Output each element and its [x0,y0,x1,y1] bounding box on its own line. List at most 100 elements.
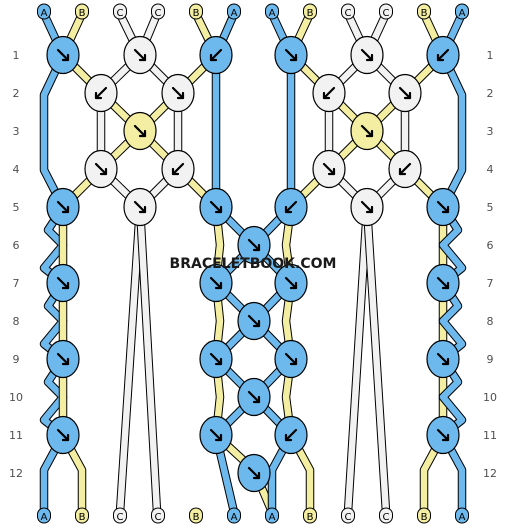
strand-tag-shape [417,507,431,524]
knot-arrow-se [274,263,308,303]
knot-arrow-icon [209,200,223,214]
row-number-left: 7 [13,277,20,290]
knot-arrow-se [123,35,157,75]
row-number-left: 4 [13,163,20,176]
row-number-left: 9 [13,353,20,366]
thread-6 [212,12,258,513]
strand-letter: C [383,8,390,19]
knot-arrow-sw [312,73,346,113]
knot-arrow-icon [247,314,261,328]
knot-arrow-icon [247,466,261,480]
strand-tag-shape [37,507,51,524]
strand-letter: B [193,8,200,19]
strand-tag-shape [303,3,317,20]
knot-arrow-icon [247,390,261,404]
knot-arrowhead-icon [441,433,450,442]
knot-arrow-se [123,187,157,227]
top-strand-label: A [37,3,51,20]
bottom-strand-label: A [37,507,51,524]
knot-arrow-se [426,187,460,227]
top-strand-label: C [379,3,393,20]
row-number-right: 1 [487,49,494,62]
strand-letter: A [269,512,276,523]
knot-arrow-icon [284,352,298,366]
knot-arrow-sw [161,149,195,189]
row-number-right: 6 [487,239,494,252]
row-number-right: 5 [487,201,494,214]
knot-arrow-se [426,415,460,455]
knot-arrowhead-icon [214,205,223,214]
row-number-left: 11 [9,429,23,442]
row-number-left: 6 [13,239,20,252]
strand-tag-shape [151,3,165,20]
knot-arrow-se [237,301,271,341]
strand-tag-shape [417,3,431,20]
knot-arrow-se [46,339,80,379]
strand-letter: B [421,512,428,523]
bottom-strand-label: B [417,507,431,524]
knot-arrow-se [84,149,118,189]
top-strand-label: B [303,3,317,20]
knot-arrowhead-icon [61,205,70,214]
row-number-right: 12 [483,467,497,480]
bottom-strand-label: A [455,507,469,524]
knot-arrow-icon [209,352,223,366]
top-strand-label: C [151,3,165,20]
row-number-right: 2 [487,87,494,100]
knot-arrowhead-icon [365,129,374,138]
knot-arrowhead-icon [252,243,261,252]
strand-tag-shape [455,507,469,524]
strand-letter: A [269,8,276,19]
strand-letter: A [459,512,466,523]
knots-layer [46,35,460,493]
knot-arrow-icon [56,352,70,366]
strand-letter: A [231,8,238,19]
knot-arrow-icon [360,200,374,214]
strand-tag-shape [303,507,317,524]
knot-arrowhead-icon [322,91,331,100]
knot-arrow-icon [398,162,412,176]
knot-arrow-se [237,377,271,417]
knot-arrow-icon [284,428,298,442]
knot-arrow-se [237,453,271,493]
top-strand-label: C [341,3,355,20]
knot-arrowhead-icon [436,53,445,62]
strand-tag-shape [113,3,127,20]
knot-arrowhead-icon [214,281,223,290]
knot-arrowhead-icon [441,357,450,366]
knot-arrow-icon [56,276,70,290]
strand-letter: C [345,8,352,19]
knot-arrow-icon [284,276,298,290]
knot-arrowhead-icon [138,205,147,214]
knot-arrow-se [350,187,384,227]
knot-arrow-se [350,35,384,75]
knot-arrow-icon [209,276,223,290]
bottom-strand-label: B [303,507,317,524]
knot-arrowhead-icon [441,281,450,290]
knot-arrowhead-icon [214,357,223,366]
row-number-left: 2 [13,87,20,100]
row-number-right: 7 [487,277,494,290]
knot-arrowhead-icon [289,281,298,290]
strand-tag-shape [151,507,165,524]
knot-arrow-icon [171,86,185,100]
top-strand-label: C [113,3,127,20]
strand-letter: C [155,8,162,19]
knot-arrowhead-icon [61,357,70,366]
knot-arrow-sw [199,35,233,75]
strand-tag-shape [37,3,51,20]
knot-arrow-sw [84,73,118,113]
strand-letter: B [307,512,314,523]
knot-arrow-se [426,339,460,379]
knot-arrow-icon [171,162,185,176]
strand-letter: B [307,8,314,19]
strand-letter: B [79,512,86,523]
strand-tag-shape [341,507,355,524]
strand-tag-shape [113,507,127,524]
knot-arrow-se [199,415,233,455]
strand-tag-shape [379,507,393,524]
knot-arrow-se [46,415,80,455]
knot-arrowhead-icon [327,167,336,176]
knot-arrowhead-icon [252,471,261,480]
